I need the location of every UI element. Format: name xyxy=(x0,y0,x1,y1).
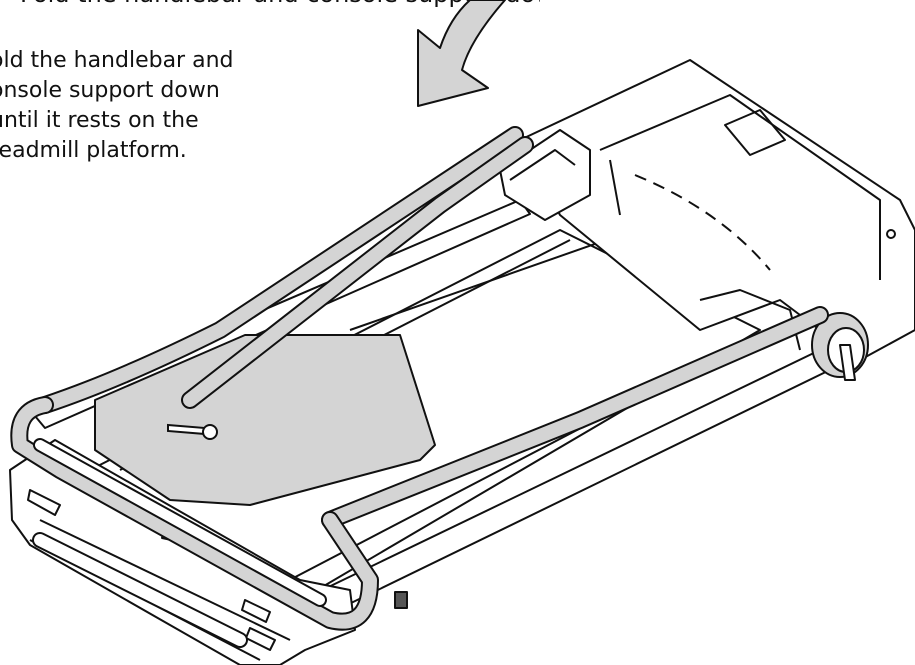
instruction-line: old the handlebar and xyxy=(0,48,234,73)
fold-arrow-icon xyxy=(417,0,506,107)
handlebar xyxy=(10,126,829,648)
instruction-line: until it rests on the xyxy=(0,108,199,133)
console-support-panel xyxy=(94,334,436,506)
safety-key-icon xyxy=(167,423,218,440)
cropped-heading-text: Fold the handlebar and console support d… xyxy=(20,0,540,8)
instruction-line: onsole support down xyxy=(0,78,220,103)
instruction-text: old the handlebar and onsole support dow… xyxy=(0,46,320,166)
instruction-line: readmill platform. xyxy=(0,138,187,163)
